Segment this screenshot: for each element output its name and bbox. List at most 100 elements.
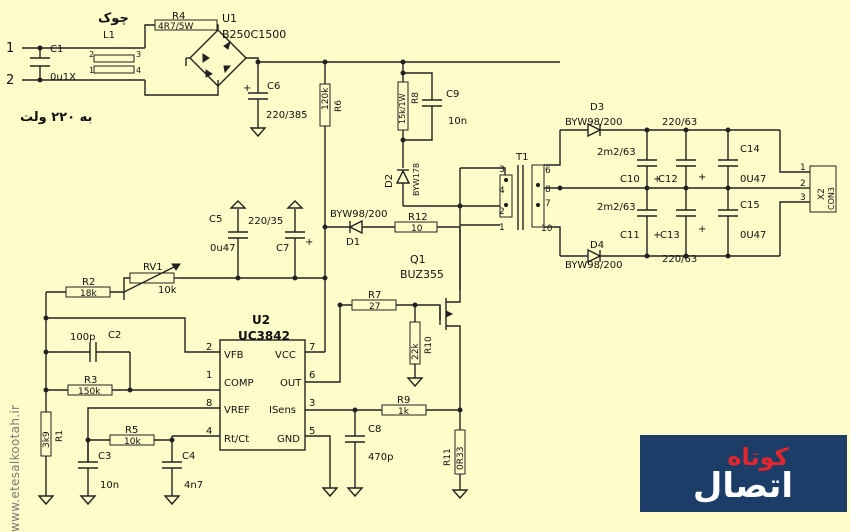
C5-value: 0u47: [210, 243, 235, 254]
R2-value: 18k: [80, 289, 97, 299]
svg-text:5: 5: [309, 426, 315, 437]
capacitor-C8: C8 470p: [345, 410, 393, 488]
diode-D4: D4 BYW98/200: [560, 240, 780, 271]
svg-text:1: 1: [206, 370, 212, 381]
D2-ref: D2: [384, 174, 395, 188]
D3-value: BYW98/200: [565, 117, 623, 128]
C9-value: 10n: [448, 116, 467, 127]
C8-ref: C8: [368, 424, 381, 435]
R8-ref: R8: [411, 92, 421, 104]
R11-ref: R11: [443, 448, 453, 466]
ic-U2: U2 UC3842 VFB COMP VREF Rt/Ct VCC OUT IS…: [206, 313, 315, 451]
U2-part: UC3842: [238, 329, 290, 343]
svg-text:6: 6: [309, 370, 315, 381]
output-capacitors: 2m2/63 C10 C12 + + C14 0U47 2m2/63 C11 C…: [597, 127, 766, 259]
U1-value: B250C1500: [222, 28, 286, 41]
C14-value: 0U47: [740, 174, 766, 185]
svg-text:7: 7: [309, 342, 315, 353]
R6-value: 120k: [321, 87, 331, 110]
svg-text:3: 3: [499, 165, 505, 175]
svg-text:4: 4: [136, 66, 141, 75]
choke-label: چوک: [98, 11, 129, 26]
svg-text:3: 3: [800, 193, 806, 203]
D4-ref: D4: [590, 240, 604, 251]
C12-ref: C12: [658, 174, 678, 185]
svg-text:COMP: COMP: [224, 378, 254, 389]
transformer-T1: T1 3 4 2 1 6 8 7 10: [459, 152, 553, 290]
svg-text:1: 1: [499, 223, 505, 233]
resistor-R11: 0R33 R11: [443, 410, 466, 490]
resistor-R4: R4 4R7/5W: [154, 11, 218, 32]
D2-value: BYW178: [412, 163, 421, 196]
svg-text:3: 3: [136, 50, 141, 59]
svg-text:VREF: VREF: [224, 405, 250, 416]
resistor-R7: R7 27: [351, 290, 397, 312]
cap-top-value: 220/63: [662, 117, 697, 128]
watermark: www.etesalkootah.ir: [8, 404, 22, 532]
mains-label: به ۲۲۰ ولت: [20, 110, 92, 125]
input-pin2-label: 2: [6, 73, 14, 88]
C15-value: 0U47: [740, 230, 766, 241]
D4-value: BYW98/200: [565, 260, 623, 271]
resistor-R10: 22k R10: [409, 305, 434, 378]
svg-text:+: +: [698, 224, 706, 235]
svg-text:2: 2: [800, 179, 806, 189]
capacitor-C6: + C6 220/385: [243, 62, 308, 128]
svg-text:VFB: VFB: [224, 350, 244, 361]
capacitor-C2: 100p C2: [46, 330, 130, 362]
resistor-R5: R5 10k: [88, 425, 173, 447]
capacitor-C1: C1 0u1X: [30, 44, 76, 83]
R5-ref: R5: [125, 425, 138, 436]
C2-ref: C2: [108, 330, 121, 341]
cap-bot-value: 220/63: [662, 254, 697, 265]
C8-value: 470p: [368, 452, 393, 463]
svg-text:4: 4: [499, 186, 505, 196]
R11-value: 0R33: [456, 447, 466, 470]
svg-text:7: 7: [545, 199, 551, 209]
svg-text:1: 1: [800, 163, 806, 173]
T1-ref: T1: [515, 152, 528, 163]
brand-logo: اتصال کوتاه: [640, 435, 847, 512]
svg-text:VCC: VCC: [275, 350, 296, 361]
C9-ref: C9: [446, 89, 459, 100]
svg-text:+: +: [653, 230, 661, 241]
C14-ref: C14: [740, 144, 760, 155]
U1-ref: U1: [222, 12, 237, 25]
svg-text:1: 1: [89, 66, 94, 75]
svg-text:ISens: ISens: [269, 405, 296, 416]
resistor-R3: R3 150k: [46, 352, 131, 397]
C6-value: 220/385: [266, 110, 308, 121]
diode-D1: D1 BYW98/200: [325, 209, 395, 248]
D1-value: BYW98/200: [330, 209, 388, 220]
R9-value: 1k: [398, 407, 410, 417]
svg-text:6: 6: [545, 166, 551, 176]
svg-text:4: 4: [206, 426, 212, 437]
logo-accent-text: کوتاه: [727, 443, 788, 471]
C1-value: 0u1X: [50, 72, 76, 83]
svg-text:Rt/Ct: Rt/Ct: [224, 434, 249, 445]
X2-label: CON3: [827, 187, 836, 210]
resistor-R9: R9 1k: [355, 395, 460, 417]
R12-ref: R12: [408, 212, 428, 223]
D3-ref: D3: [590, 102, 604, 113]
C1-ref: C1: [50, 44, 63, 55]
R2-ref: R2: [82, 277, 95, 288]
R8-value: 15k/1W: [398, 93, 407, 124]
resistor-R1: 3k9 R1: [40, 411, 65, 496]
potentiometer-RV1: RV1 10k: [123, 262, 181, 296]
C13-ref: C13: [660, 230, 680, 241]
input-pin1-label: 1: [6, 41, 14, 56]
RV1-value: 10k: [158, 285, 177, 296]
svg-text:3: 3: [309, 398, 315, 409]
R9-ref: R9: [397, 395, 410, 406]
C3-ref: C3: [98, 451, 111, 462]
R1-value: 3k9: [42, 431, 52, 448]
capacitor-C7: 220/35 C7 +: [248, 200, 313, 278]
R1-ref: R1: [55, 430, 65, 442]
svg-text:OUT: OUT: [280, 378, 302, 389]
C15-ref: C15: [740, 200, 760, 211]
C5-ref: C5: [209, 214, 222, 225]
svg-text:2: 2: [499, 207, 505, 217]
C11-value: 2m2/63: [597, 202, 636, 213]
C4-value: 4n7: [184, 480, 203, 491]
